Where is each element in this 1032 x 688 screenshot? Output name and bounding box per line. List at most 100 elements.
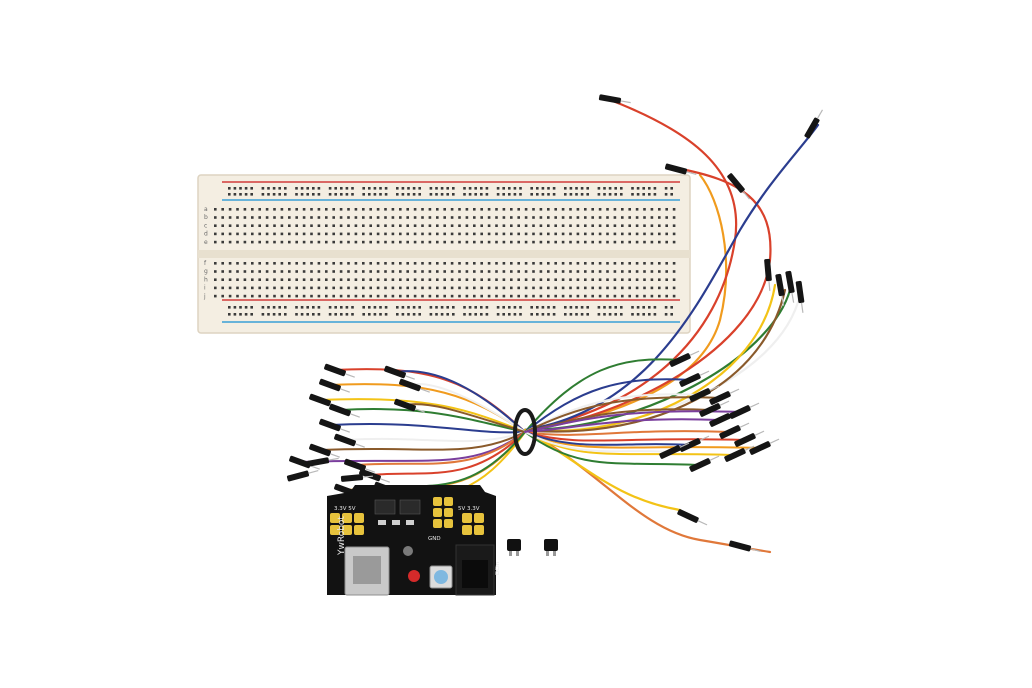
breadboard-hole — [421, 232, 424, 236]
breadboard-hole — [284, 313, 287, 316]
breadboard-hole — [561, 270, 565, 273]
breadboard-hole — [621, 286, 624, 290]
breadboard-hole — [474, 306, 477, 309]
breadboard-hole — [598, 286, 602, 290]
breadboard-hole — [421, 216, 424, 219]
breadboard-hole — [614, 193, 617, 196]
breadboard-hole — [658, 278, 661, 281]
breadboard-hole — [580, 313, 584, 316]
breadboard-hole — [517, 270, 520, 273]
breadboard-hole — [569, 224, 572, 227]
breadboard-hole — [251, 286, 254, 290]
breadboard-hole — [584, 286, 587, 290]
breadboard-hole — [368, 313, 371, 316]
breadboard-hole — [450, 294, 454, 298]
breadboard-hole — [369, 270, 372, 273]
wire-connector — [689, 385, 720, 402]
breadboard-hole — [539, 262, 543, 265]
breadboard-hole — [530, 313, 533, 316]
breadboard-hole — [384, 294, 387, 298]
breadboard-hole — [621, 270, 624, 273]
breadboard-hole — [317, 270, 321, 273]
breadboard-hole — [258, 216, 261, 219]
breadboard-hole — [468, 193, 472, 196]
breadboard-hole — [413, 232, 417, 236]
breadboard-hole — [295, 216, 298, 219]
breadboard-hole — [502, 270, 506, 273]
breadboard-hole — [401, 313, 405, 316]
breadboard-hole — [273, 278, 276, 281]
breadboard-hole — [295, 193, 298, 196]
breadboard-hole — [446, 306, 449, 309]
jumper-wire — [524, 431, 671, 453]
breadboard-hole — [250, 306, 253, 309]
breadboard-hole — [665, 224, 668, 227]
breadboard-hole — [362, 262, 365, 265]
breadboard-hole — [347, 208, 350, 211]
breadboard-hole — [436, 278, 439, 281]
breadboard-hole — [300, 187, 304, 190]
breadboard-hole — [480, 240, 483, 244]
breadboard-hole — [302, 216, 306, 219]
breadboard-hole — [584, 294, 587, 298]
breadboard-hole — [635, 286, 639, 290]
breadboard-hole — [214, 270, 217, 273]
wire-connector — [359, 468, 390, 483]
breadboard-hole — [547, 286, 550, 290]
breadboard-hole — [672, 278, 676, 281]
wire-connector — [344, 458, 375, 473]
breadboard-hole — [519, 313, 522, 316]
breadboard-hole — [465, 286, 469, 290]
breadboard-hole — [510, 224, 513, 227]
breadboard-hole — [536, 187, 539, 190]
breadboard-hole — [517, 286, 520, 290]
breadboard-hole — [354, 270, 358, 273]
jumper-wire — [354, 431, 526, 466]
breadboard-hole — [474, 187, 477, 190]
breadboard-hole — [480, 286, 483, 290]
breadboard-hole — [413, 278, 417, 281]
wire-connector — [795, 280, 805, 313]
wire-connector — [289, 455, 320, 470]
breadboard-hole — [239, 306, 242, 309]
row-letter: h — [204, 276, 208, 283]
breadboard-hole — [597, 187, 601, 190]
breadboard-hole — [325, 278, 328, 281]
breadboard-hole — [376, 240, 380, 244]
jumper-wire — [319, 398, 526, 433]
breadboard-hole — [650, 270, 654, 273]
breadboard-hole — [524, 216, 528, 219]
breadboard-hole — [584, 216, 587, 219]
breadboard-hole — [384, 278, 387, 281]
breadboard-hole — [458, 262, 461, 265]
breadboard-hole — [265, 224, 269, 227]
breadboard-hole — [547, 262, 550, 265]
wire-connector — [394, 398, 425, 413]
breadboard-hole — [362, 208, 365, 211]
breadboard-hole — [643, 286, 646, 290]
breadboard-hole — [236, 294, 239, 298]
breadboard-hole — [312, 313, 315, 316]
breadboard-hole — [373, 313, 377, 316]
breadboard-hole — [265, 286, 269, 290]
breadboard-hole — [603, 306, 606, 309]
breadboard-hole — [672, 270, 676, 273]
wire-connector — [306, 457, 339, 467]
breadboard-hole — [310, 216, 313, 219]
breadboard-hole — [351, 306, 354, 309]
breadboard-hole — [569, 313, 573, 316]
breadboard-hole — [325, 232, 328, 236]
breadboard-hole — [598, 262, 602, 265]
breadboard-hole — [539, 232, 543, 236]
breadboard-hole — [524, 208, 528, 211]
breadboard-hole — [532, 294, 535, 298]
breadboard-hole — [261, 306, 265, 309]
breadboard-hole — [332, 262, 335, 265]
breadboard-hole — [345, 187, 349, 190]
breadboard-hole — [524, 286, 528, 290]
breadboard-hole — [606, 216, 609, 219]
breadboard-hole — [339, 262, 343, 265]
breadboard-hole — [376, 216, 380, 219]
breadboard-hole — [428, 262, 432, 265]
